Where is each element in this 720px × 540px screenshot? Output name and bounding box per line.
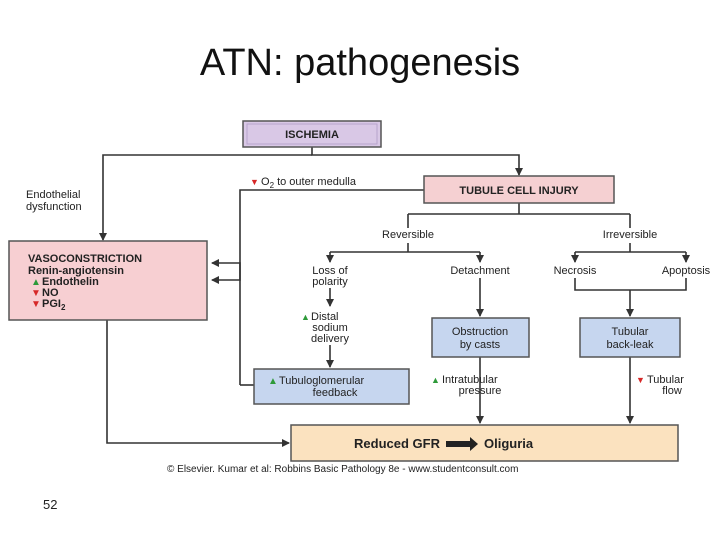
irreversible-label: Irreversible [603,229,657,241]
slide-title: ATN: pathogenesis [199,42,521,84]
oliguria-label: Oliguria [484,436,534,451]
credit-text: © Elsevier. Kumar et al: Robbins Basic P… [167,464,518,475]
ischemia-label: ISCHEMIA [285,129,339,141]
intratubular-line2: pressure [459,385,502,397]
vasoconstriction-title: VASOCONSTRICTION [28,253,142,265]
pgi-label: PGI2 [42,298,66,312]
backleak-line1: Tubular [612,326,649,338]
detachment-label: Detachment [450,265,509,277]
tubule-injury-label: TUBULE CELL INJURY [459,185,579,197]
tgf-box: ▲ Tubuloglomerular feedback [253,368,410,405]
flow-down-arrow-icon: ▼ [636,375,645,385]
vasoconstriction-box: VASOCONSTRICTION Renin-angiotensin ▲ End… [8,240,208,321]
ischemia-box: ISCHEMIA [242,120,382,148]
no-label: NO [42,287,59,299]
o2-down-arrow-icon: ▼ [250,177,259,187]
reversible-label: Reversible [382,229,434,241]
apoptosis-label: Apoptosis [662,265,711,277]
obstruction-box: Obstruction by casts [431,317,530,358]
necrosis-label: Necrosis [554,265,597,277]
backleak-line2: back-leak [606,339,654,351]
tgf-line2: feedback [313,387,358,399]
no-down-arrow-icon: ▼ [31,288,41,299]
endothelin-label: Endothelin [42,276,99,288]
obstruction-line2: by casts [460,339,501,351]
tgf-up-arrow-icon: ▲ [268,376,278,387]
tubule-injury-box: TUBULE CELL INJURY [423,175,615,204]
endothelial-line2: dysfunction [26,201,82,213]
endothelin-up-arrow-icon: ▲ [31,277,41,288]
renin-angiotensin-label: Renin-angiotensin [28,265,124,277]
connectors [99,147,690,447]
slide-number: 52 [43,497,58,512]
result-arrow-icon [446,437,478,451]
intratubular-up-arrow-icon: ▲ [431,375,440,385]
distal-line3: delivery [311,333,349,345]
loss-polarity-line2: polarity [312,276,348,288]
distal-line1: Distal [311,311,339,323]
distal-line2: sodium [312,322,347,334]
obstruction-line1: Obstruction [452,326,508,338]
tgf-line1: Tubuloglomerular [279,375,365,387]
distal-up-arrow-icon: ▲ [301,312,310,322]
loss-polarity-line1: Loss of [312,265,348,277]
o2-label: O2 to outer medulla [261,176,357,190]
tubular-flow-line2: flow [662,385,682,397]
reduced-gfr-label: Reduced GFR [354,436,441,451]
result-box: Reduced GFR Oliguria [290,424,679,462]
tubular-flow-line1: Tubular [647,374,684,386]
backleak-box: Tubular back-leak [579,317,681,358]
endothelial-line1: Endothelial [26,189,80,201]
intratubular-line1: Intratubular [442,374,498,386]
pgi-down-arrow-icon: ▼ [31,299,41,310]
